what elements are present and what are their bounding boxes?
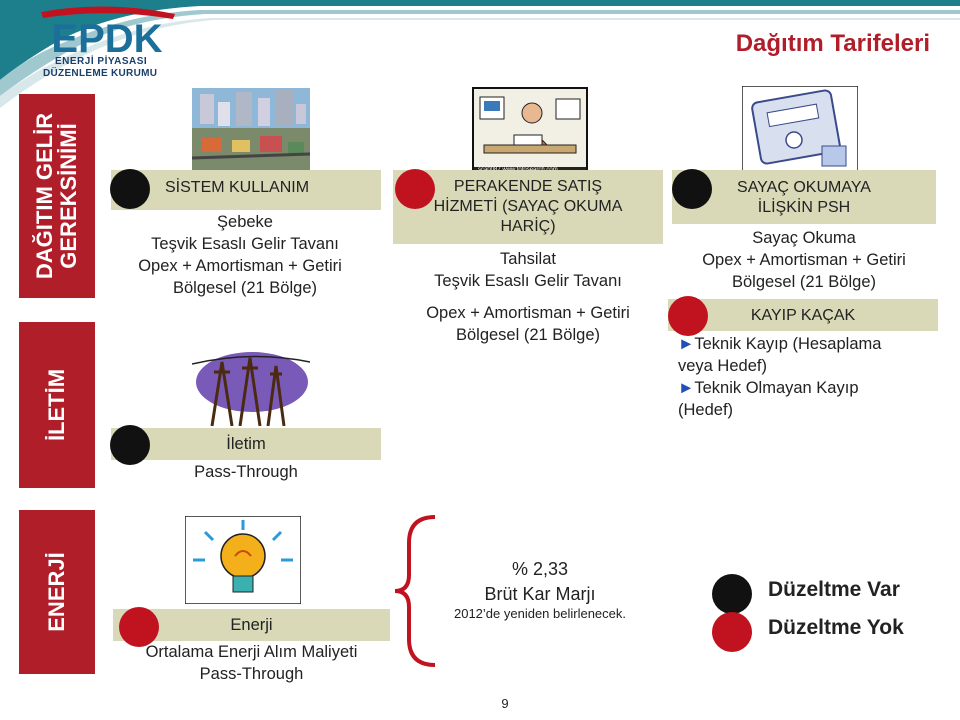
side-label-dagitim: DAĞITIM GELİR GEREKSİNİMİ xyxy=(32,112,81,280)
city-illustration xyxy=(192,88,310,172)
curly-brace xyxy=(395,515,436,667)
kayip-item-2: ►Teknik Olmayan Kayıp (Hedef) xyxy=(678,377,859,421)
margin-percent: % 2,33 xyxy=(511,559,569,579)
adjustment-dot-sayac xyxy=(672,169,712,209)
side-label-iletim: İLETİM xyxy=(44,368,69,442)
perakende-line-1: Tahsilat xyxy=(500,250,556,268)
perakende-heading-line3: HARİÇ) xyxy=(500,218,556,235)
kayip-item-1-line1: Teknik Kayıp (Hesaplama xyxy=(694,335,882,353)
sayac-heading: SAYAÇ OKUMAYA İLİŞKİN PSH xyxy=(672,178,936,218)
transmission-tower-illustration xyxy=(192,342,310,426)
iletim-bar xyxy=(111,428,381,460)
arrow-right-icon: ► xyxy=(678,335,695,353)
side-band-iletim xyxy=(19,322,95,488)
kayip-bar xyxy=(668,299,938,331)
epdk-logo: EPDK ENERJİ PİYASASI DÜZENLEME KURUMU xyxy=(35,6,180,86)
margin-label: Brüt Kar Marjı xyxy=(484,584,596,604)
side-label-enerji: ENERJİ xyxy=(44,552,69,632)
arrow-right-icon: ► xyxy=(678,379,695,397)
kayip-item-1: ►Teknik Kayıp (Hesaplama veya Hedef) xyxy=(678,333,881,377)
meter-illustration xyxy=(742,86,858,174)
logo-text: EPDK xyxy=(51,17,162,58)
enerji-line-1: Ortalama Enerji Alım Maliyeti xyxy=(145,643,358,661)
sayac-line-3: Bölgesel (21 Bölge) xyxy=(731,273,876,291)
office-worker-illustration: sca0087 www.fotosearch.com xyxy=(472,87,588,179)
side-band-dagitim xyxy=(19,94,95,298)
page-number: 9 xyxy=(501,696,509,711)
sayac-heading-line1: SAYAÇ OKUMAYA xyxy=(737,179,871,196)
light-bulb-illustration xyxy=(185,516,301,604)
margin-note: 2012’de yeniden belirlenecek. xyxy=(453,606,626,621)
sistem-kullanim-heading: SİSTEM KULLANIM xyxy=(165,179,310,196)
legend-label-var: Düzeltme Var xyxy=(768,578,900,601)
logo-subtitle-2: DÜZENLEME KURUMU xyxy=(43,68,158,79)
kayip-heading: KAYIP KAÇAK xyxy=(750,307,856,324)
sayac-heading-line2: İLİŞKİN PSH xyxy=(757,199,851,216)
adjustment-dot-enerji xyxy=(119,607,159,647)
side-band-enerji xyxy=(19,510,95,674)
perakende-bar xyxy=(393,170,663,244)
perakende-heading: PERAKENDE SATIŞ HİZMETİ (SAYAÇ OKUMA HAR… xyxy=(393,177,663,237)
logo-subtitle-1: ENERJİ PİYASASI xyxy=(55,56,148,67)
sistem-line-4: Bölgesel (21 Bölge) xyxy=(172,279,317,297)
sayac-bar xyxy=(672,170,936,224)
side-label-dagitim-line1: DAĞITIM GELİR xyxy=(32,112,57,280)
enerji-bar xyxy=(113,609,390,641)
sayac-line-1: Sayaç Okuma xyxy=(752,229,856,247)
perakende-line-4: Bölgesel (21 Bölge) xyxy=(455,326,600,344)
sayac-line-2: Opex + Amortisman + Getiri xyxy=(702,251,906,269)
kayip-item-2-line2: (Hedef) xyxy=(678,401,734,419)
legend-dot-var xyxy=(712,574,752,614)
adjustment-dot-kayip xyxy=(668,296,708,336)
iletim-heading: İletim xyxy=(226,435,266,453)
adjustment-dot-iletim xyxy=(110,425,150,465)
adjustment-dot-perakende xyxy=(395,169,435,209)
perakende-heading-line2: HİZMETİ (SAYAÇ OKUMA xyxy=(433,198,623,215)
iletim-line: Pass-Through xyxy=(194,463,298,481)
legend-dot-yok xyxy=(712,612,752,652)
kayip-item-2-line1: Teknik Olmayan Kayıp xyxy=(694,379,859,397)
enerji-heading: Enerji xyxy=(230,616,273,634)
kayip-item-1-line2: veya Hedef) xyxy=(678,357,767,375)
sistem-line-1: Şebeke xyxy=(217,213,273,231)
page-title: Dağıtım Tarifeleri xyxy=(735,30,930,57)
sistem-line-2: Teşvik Esaslı Gelir Tavanı xyxy=(151,235,339,253)
logo-mark: EPDK xyxy=(41,6,175,61)
enerji-line-2: Pass-Through xyxy=(199,665,304,683)
sistem-kullanim-bar xyxy=(111,170,381,210)
perakende-heading-line1: PERAKENDE SATIŞ xyxy=(453,178,603,195)
side-label-dagitim-line2: GEREKSİNİMİ xyxy=(56,123,81,269)
sistem-line-3: Opex + Amortisman + Getiri xyxy=(138,257,342,275)
perakende-line-2: Teşvik Esaslı Gelir Tavanı xyxy=(434,272,622,290)
perakende-line-3: Opex + Amortisman + Getiri xyxy=(426,304,630,322)
adjustment-dot-sistem xyxy=(110,169,150,209)
legend-label-yok: Düzeltme Yok xyxy=(768,616,904,639)
office-worker-icon xyxy=(474,89,586,167)
